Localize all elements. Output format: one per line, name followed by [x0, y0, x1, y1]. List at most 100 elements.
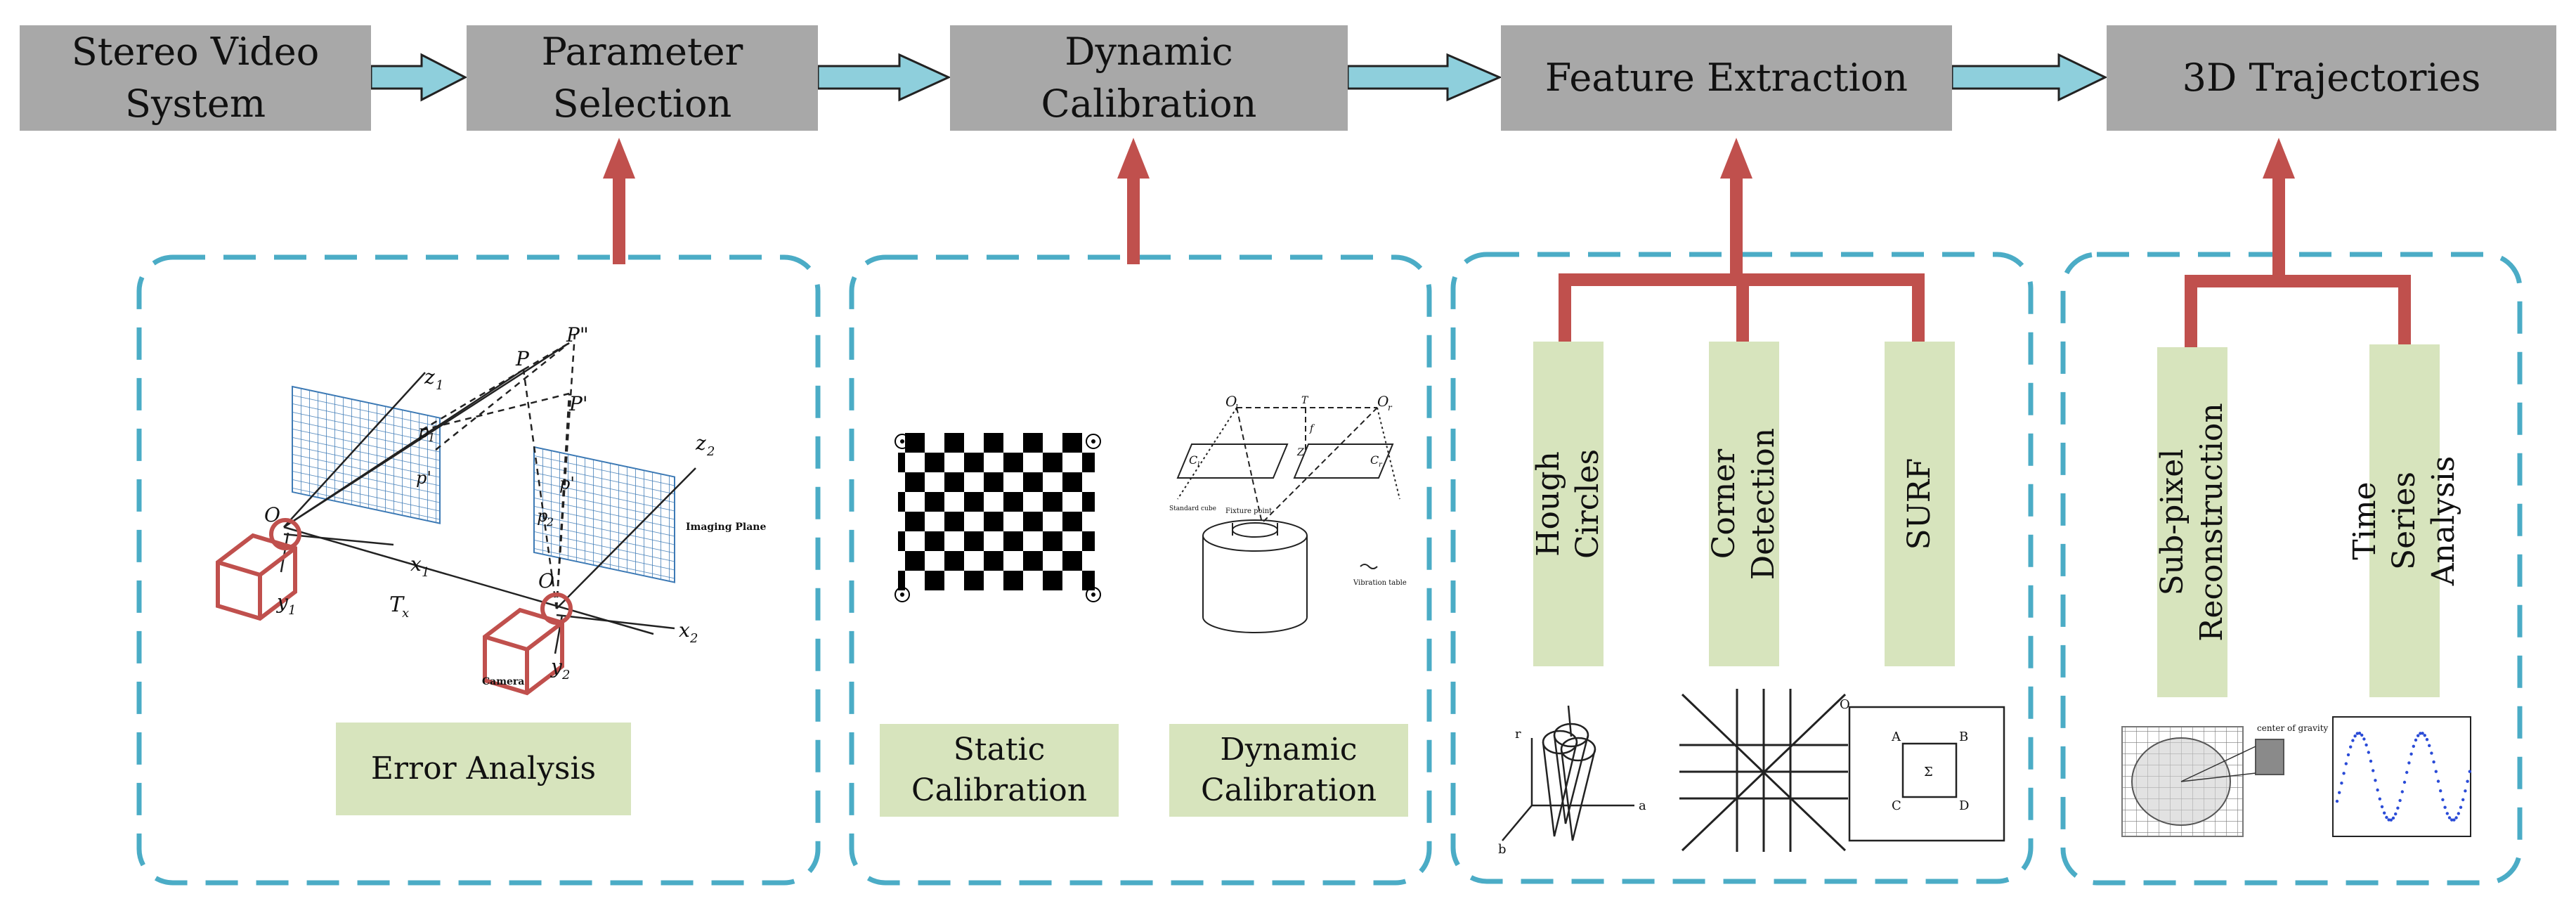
surf-integral-figure: [1848, 706, 2005, 842]
right-arrow-icon: [1346, 53, 1502, 102]
svg-text:Z: Z: [1296, 447, 1304, 458]
time-series-dot: [2396, 806, 2400, 810]
time-series-dot: [2402, 780, 2407, 784]
svg-text:1: 1: [428, 431, 435, 444]
time-series-dot: [2416, 734, 2420, 737]
svg-text:f: f: [1309, 423, 1315, 434]
up-arrow-icon: [603, 138, 635, 179]
svg-text:l: l: [1197, 461, 1199, 469]
svg-text:l: l: [1235, 403, 1238, 413]
time-series-dot: [2414, 738, 2418, 742]
label-time-series-analysis: Time Series Analysis: [2347, 344, 2461, 697]
time-series-dot: [2423, 734, 2426, 737]
up-arrow-icon: [1720, 138, 1752, 179]
time-series-dot: [2457, 812, 2460, 815]
stereo-geometry-figure: z 1 z 2 P P" P' p 1 p' p 2 p' O O x 1 x …: [216, 323, 766, 696]
right-arrow-icon: [817, 53, 951, 102]
time-series-dot: [2364, 743, 2368, 747]
time-series-dot: [2387, 818, 2390, 822]
time-series-dot: [2398, 798, 2402, 803]
svg-text:1: 1: [422, 565, 429, 580]
svg-text:b: b: [1498, 842, 1507, 857]
right-camera-icon: [483, 593, 573, 696]
svg-text:p: p: [537, 506, 547, 526]
calibration-rig-figure: [1176, 407, 1400, 633]
label-imaging-plane: Imaging Plane: [686, 522, 766, 533]
time-series-dot: [2380, 805, 2384, 809]
hough-circles-figure: [1502, 705, 1634, 841]
stage-dynamic-calibration: Dynamic Calibration: [950, 25, 1348, 131]
svg-text:B: B: [1959, 730, 1968, 744]
time-series-dot: [2351, 739, 2355, 742]
right-imaging-plane: [533, 446, 675, 583]
svg-text:Σ: Σ: [1924, 765, 1933, 779]
svg-text:O: O: [1840, 697, 1850, 712]
svg-text:O: O: [1225, 393, 1237, 410]
time-series-dot: [2367, 751, 2370, 754]
time-series-dot: [2355, 732, 2359, 735]
panel-error-analysis: [136, 254, 821, 886]
time-series-dot: [2342, 772, 2346, 775]
time-series-dot: [2389, 818, 2393, 822]
time-series-dot: [2409, 752, 2413, 756]
panel-trajectories: [2060, 252, 2523, 886]
time-series-dot: [2421, 732, 2424, 735]
time-series-dot: [2369, 759, 2373, 763]
time-series-dot: [2374, 779, 2377, 782]
svg-text:O: O: [1377, 393, 1388, 410]
time-series-dot: [2353, 734, 2357, 738]
svg-text:center of gravity: center of gravity: [2257, 723, 2329, 733]
svg-text:r: r: [1388, 403, 1393, 413]
time-series-dot: [2376, 788, 2379, 792]
svg-text:O: O: [264, 503, 280, 526]
time-series-dot: [2450, 818, 2454, 822]
label-corner-detection: Corner Detection: [1706, 342, 1781, 666]
stage-3d-trajectories: 3D Trajectories: [2107, 25, 2556, 131]
svg-text:x: x: [679, 619, 690, 642]
time-series-dot: [2445, 812, 2449, 815]
time-series-dot: [2394, 812, 2398, 816]
time-series-dot: [2405, 770, 2409, 775]
time-series-dot: [2436, 779, 2440, 783]
time-series-dot: [2447, 816, 2452, 820]
time-series-dot: [2338, 791, 2341, 794]
svg-text:z: z: [695, 432, 706, 455]
time-series-dot: [2378, 797, 2381, 801]
time-series-dot: [2428, 744, 2431, 748]
time-series-dot: [2346, 753, 2350, 757]
label-surf: SURF: [1885, 342, 1955, 666]
svg-text:P: P: [515, 347, 530, 370]
svg-text:2: 2: [706, 444, 715, 459]
svg-text:C: C: [1370, 453, 1379, 467]
svg-text:2: 2: [689, 631, 698, 646]
svg-text:2: 2: [561, 668, 570, 682]
svg-text:p': p': [416, 468, 431, 488]
label-subpixel-reconstruction: Sub-pixel Reconstruction: [2154, 347, 2230, 697]
svg-text:T: T: [1301, 395, 1309, 406]
label-z1: z: [424, 365, 435, 389]
svg-text:p: p: [418, 422, 429, 441]
time-series-dot: [2454, 816, 2458, 820]
time-series-dot: [2407, 761, 2411, 765]
stage-stereo-video-system: Stereo Video System: [20, 25, 371, 131]
time-series-dot: [2461, 798, 2465, 802]
time-series-dot: [2383, 811, 2386, 815]
time-series-dot: [2441, 798, 2445, 802]
label-error-analysis: Error Analysis: [336, 723, 631, 815]
svg-text:P": P": [566, 323, 589, 347]
red-connectors: [603, 138, 2411, 351]
stage-feature-extraction: Feature Extraction: [1501, 25, 1952, 131]
svg-text:x: x: [402, 606, 409, 621]
time-series-figure: [2332, 716, 2471, 837]
checkerboard-icon: [895, 433, 1101, 602]
time-series-dot: [2360, 733, 2364, 737]
up-arrow-icon: [1117, 138, 1150, 179]
svg-text:x: x: [410, 552, 422, 576]
svg-text:y: y: [549, 655, 563, 678]
time-series-dot: [2452, 818, 2456, 822]
svg-text:r: r: [1515, 727, 1521, 742]
svg-text:C: C: [1189, 453, 1197, 467]
pipeline-arrows: [370, 53, 2108, 102]
time-series-dot: [2439, 789, 2442, 793]
